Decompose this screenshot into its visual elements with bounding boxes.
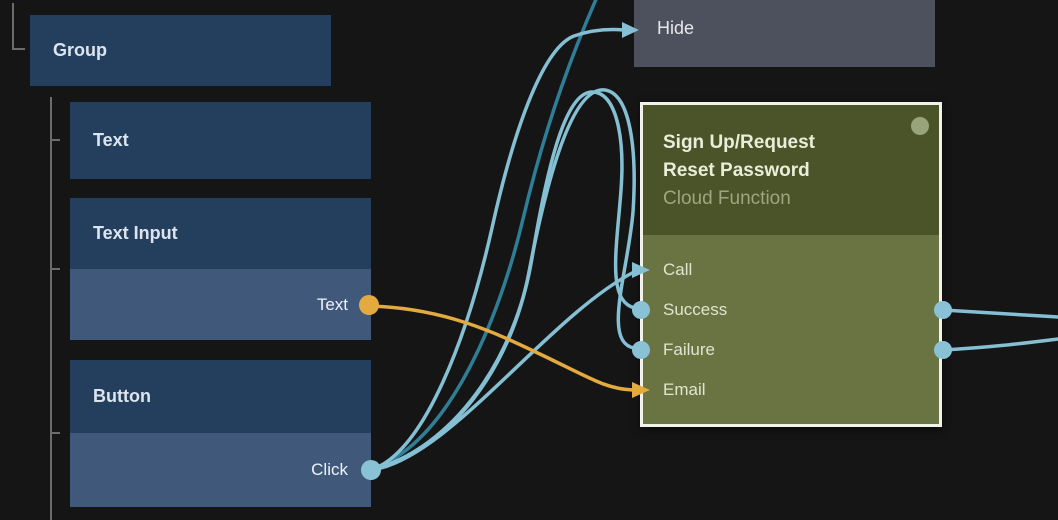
node-status-dot [911,117,929,135]
tree-ticks [51,139,60,434]
node-cloud-function-title: Sign Up/Request Reset Password [663,132,816,181]
wire-text-to-email[interactable] [367,304,635,392]
node-cloud-function-subtitle: Cloud Function [663,188,791,209]
port-label-email: Email [663,380,706,399]
port-row-failure[interactable]: Failure [643,330,939,370]
port-label-failure: Failure [663,340,715,359]
node-hide[interactable]: Hide [634,0,935,67]
node-group[interactable]: Group [30,15,331,86]
port-row-text-output[interactable]: Text [70,269,371,340]
wire-click-to-success[interactable] [369,90,637,472]
node-text[interactable]: Text [70,102,371,179]
wire-click-to-failure[interactable] [369,88,636,472]
wire-success-out[interactable] [941,308,1058,319]
node-group-title: Group [53,40,107,60]
node-text-input-title: Text Input [93,223,178,243]
port-label-text: Text [316,294,348,314]
node-cloud-function-ports: Call Success Failure Email [643,235,939,410]
tree-connector-group [12,3,25,50]
node-group-header: Group [30,15,331,86]
node-button-header: Button [70,360,371,433]
wire-click-offscreen-top[interactable] [369,0,601,471]
node-hide-header: Hide [634,0,935,67]
port-row-call[interactable]: Call [643,250,939,290]
node-text-input-header: Text Input [70,198,371,269]
wire-click-to-call[interactable] [369,270,636,472]
wire-failure-out[interactable] [941,337,1058,352]
wire-click-to-hide[interactable] [369,27,626,472]
node-cloud-function-header: Sign Up/Request Reset Password Cloud Fun… [643,105,939,235]
port-row-click-output[interactable]: Click [70,433,371,507]
node-cloud-function[interactable]: Sign Up/Request Reset Password Cloud Fun… [640,102,942,427]
port-label-click: Click [311,460,348,479]
node-hide-title: Hide [657,18,695,38]
node-button-title: Button [93,386,151,406]
port-label-call: Call [663,260,693,279]
node-text-title: Text [93,130,129,150]
node-button[interactable]: Button Click [70,360,371,507]
port-row-success[interactable]: Success [643,290,939,330]
port-label-success: Success [663,300,728,319]
node-text-header: Text [70,102,371,179]
port-row-email[interactable]: Email [643,370,939,410]
node-text-input[interactable]: Text Input Text [70,198,371,340]
